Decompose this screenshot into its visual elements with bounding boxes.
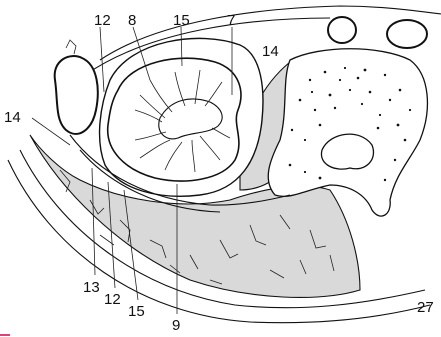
label-9: 9 (172, 317, 180, 334)
label-13: 13 (83, 279, 100, 296)
corner-mark (0, 334, 10, 336)
label-14-right: 14 (262, 43, 279, 60)
label-15-bottom: 15 (128, 303, 145, 320)
vessel-round (328, 17, 356, 43)
label-8: 8 (128, 12, 136, 29)
label-7: 7 (227, 12, 235, 29)
vessel-oval (387, 20, 427, 48)
label-12-top: 12 (94, 12, 111, 29)
colon-loop (55, 56, 98, 134)
label-15-top: 15 (173, 12, 190, 29)
label-12-bottom: 12 (104, 291, 121, 308)
label-14-left: 14 (4, 109, 21, 126)
page-number: 27 (417, 299, 434, 316)
vertebra (268, 49, 427, 216)
